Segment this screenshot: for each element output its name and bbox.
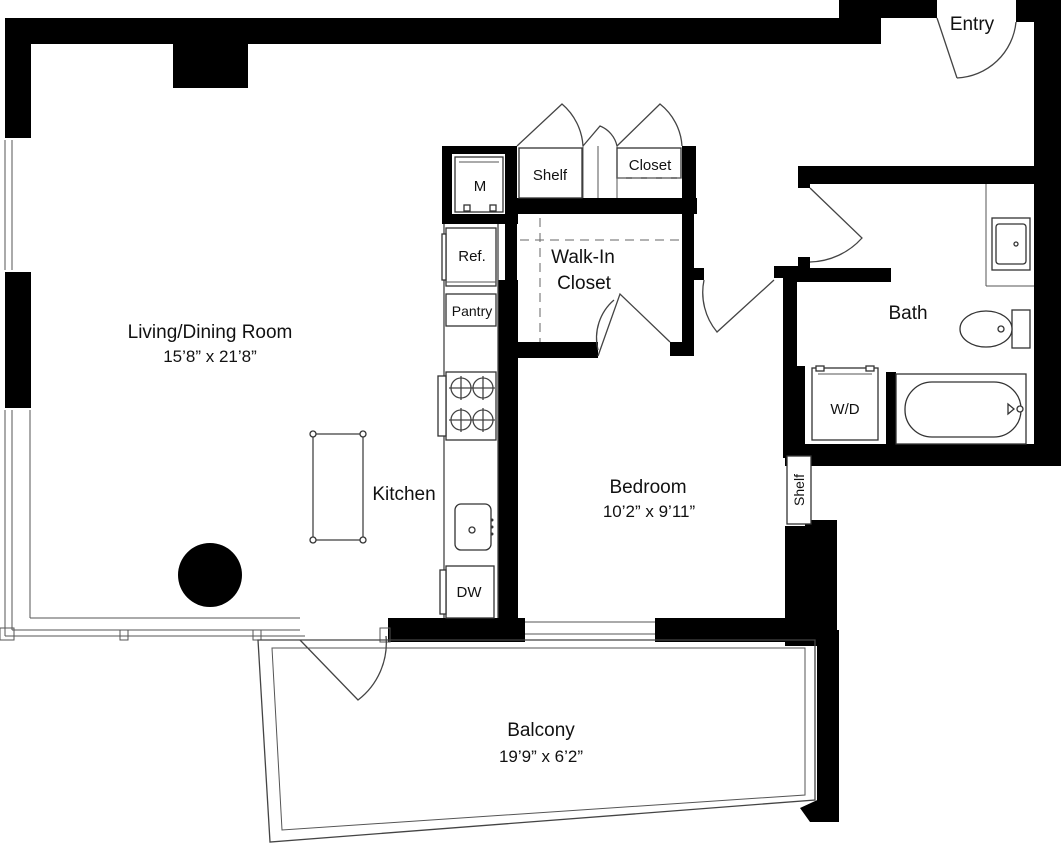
dishwasher-label: DW: [457, 584, 483, 601]
interior-walls: [442, 146, 896, 618]
walk-in-closet-label-1: Walk-In: [551, 247, 615, 268]
washer-dryer: W/D: [811, 365, 879, 441]
balcony-outline: [257, 639, 816, 843]
microwave: M: [454, 156, 504, 213]
shelf-top: Shelf: [518, 147, 583, 199]
bath-label: Bath: [888, 303, 927, 324]
kitchen-island: [309, 430, 367, 544]
pantry: Pantry: [445, 293, 497, 327]
closet-label: Closet: [629, 157, 672, 174]
microwave-label: M: [474, 178, 487, 195]
walk-in-closet-label-2: Closet: [557, 273, 612, 294]
refrigerator-label: Ref.: [458, 248, 486, 265]
stove: [437, 371, 497, 441]
bedroom-label: Bedroom: [609, 477, 686, 498]
balcony-label: Balcony: [507, 720, 575, 741]
balcony-dims: 19’9” x 6’2”: [499, 747, 583, 766]
bedroom-shelf-label: Shelf: [791, 474, 807, 506]
bedroom-dims: 10’2” x 9’11”: [603, 502, 696, 521]
kitchen-sink: [454, 503, 494, 551]
exterior-walls: [5, 0, 1061, 822]
window-lines: [0, 140, 655, 643]
closet-top: Closet: [616, 147, 682, 179]
dishwasher: DW: [439, 565, 495, 619]
door-swings: [299, 17, 1017, 701]
bath-vanity: [985, 184, 1034, 287]
kitchen-label: Kitchen: [372, 484, 435, 505]
refrigerator: Ref.: [441, 227, 497, 287]
bedroom-shelf: Shelf: [786, 455, 812, 525]
living-room-dims: 15’8” x 21’8”: [163, 347, 257, 366]
pantry-label: Pantry: [452, 303, 492, 319]
shelf-top-label: Shelf: [533, 167, 568, 184]
toilet: [959, 309, 1031, 349]
entry-label: Entry: [950, 14, 995, 35]
bathtub: [895, 373, 1027, 445]
washer-dryer-label: W/D: [830, 401, 859, 418]
living-room-label: Living/Dining Room: [128, 322, 293, 343]
structural-column: [178, 543, 242, 607]
